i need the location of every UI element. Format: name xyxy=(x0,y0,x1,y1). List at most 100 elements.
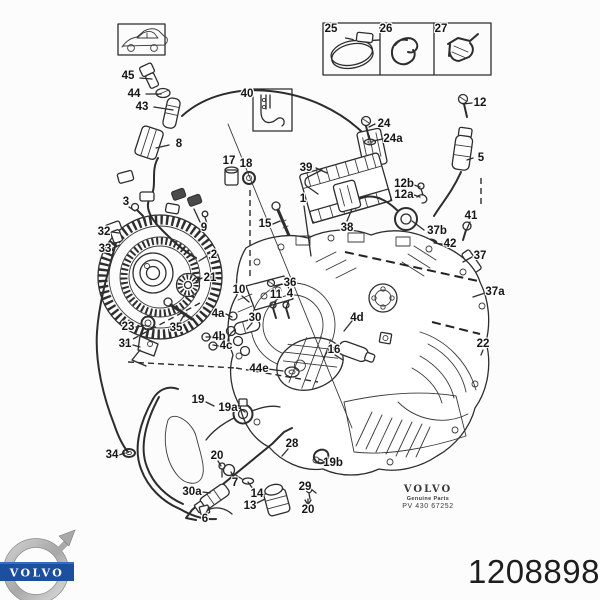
tcu-bracket-39 xyxy=(304,169,323,195)
callout-label: 4 xyxy=(286,288,294,300)
callout-label: 2 xyxy=(210,249,218,261)
callout-label: 24 xyxy=(377,118,391,130)
genuine-parts-stamp: VOLVO Genuine Parts PV 430 67252 xyxy=(394,484,462,510)
callout-label: 1 xyxy=(299,193,307,205)
branch-connector xyxy=(164,202,180,215)
clip-12a xyxy=(416,194,428,204)
callout-label: 4a xyxy=(211,308,225,320)
callout-label: 10 xyxy=(232,284,246,296)
sensor-16 xyxy=(323,340,376,363)
spring-clamp-icon xyxy=(447,33,479,62)
clip-44 xyxy=(155,87,171,99)
callout-label: 30a xyxy=(182,486,202,498)
boot-43 xyxy=(162,97,181,129)
callout-label: 12 xyxy=(473,97,487,109)
dashed-lines xyxy=(121,178,482,383)
connector-9 xyxy=(171,187,209,225)
washer-24a xyxy=(363,138,377,146)
callout-label: 17 xyxy=(222,155,236,167)
callout-label: 36 xyxy=(283,277,297,289)
callout-label: 16 xyxy=(327,344,341,356)
stamp-brand: VOLVO xyxy=(403,484,453,495)
callout-label: 43 xyxy=(135,101,149,113)
car-icon xyxy=(121,28,168,52)
sensor-37b xyxy=(332,179,418,231)
loom-cable xyxy=(146,157,197,259)
sensor-13 xyxy=(263,483,291,517)
callout-label: 34 xyxy=(105,449,119,461)
callout-label: 7 xyxy=(231,477,239,489)
stamp-code: PV 430 67252 xyxy=(402,503,454,510)
pump-seal-21 xyxy=(175,272,201,298)
callout-label: 29 xyxy=(298,481,312,493)
bracket-31 xyxy=(131,335,159,367)
clamp-reference-box xyxy=(322,22,492,76)
callout-label: 20 xyxy=(301,504,315,516)
oring-23 xyxy=(140,315,156,331)
solenoid-30 xyxy=(227,318,261,348)
callout-label: 26 xyxy=(379,23,393,35)
washer-14 xyxy=(241,477,255,485)
cooler-pipes-19 xyxy=(136,386,217,521)
bolt-35 xyxy=(163,297,194,321)
callout-label: 3 xyxy=(122,196,130,208)
dipstick xyxy=(95,220,136,458)
callout-label: 24a xyxy=(383,133,403,145)
callout-label: 19b xyxy=(323,457,343,469)
callout-label: 31 xyxy=(118,338,132,350)
shield-plate xyxy=(164,415,204,484)
input-shaft xyxy=(368,283,398,313)
callout-label: 4c xyxy=(219,340,233,352)
callout-label: 37b xyxy=(427,225,447,237)
callout-label: 30 xyxy=(248,312,262,324)
dipstick-handle-32 xyxy=(104,220,123,244)
callout-label: 27 xyxy=(434,23,448,35)
callout-label: 8 xyxy=(175,138,183,150)
oil-pan-ribs xyxy=(343,392,467,458)
callout-label: 35 xyxy=(169,322,183,334)
callout-label: 42 xyxy=(443,238,457,250)
hose-clamp-icon xyxy=(330,31,381,70)
callout-label: 14 xyxy=(250,488,264,500)
callout-label: 40 xyxy=(240,88,254,100)
callout-label: 28 xyxy=(285,438,299,450)
branch-connector xyxy=(116,169,135,184)
diagonal-line xyxy=(227,123,353,429)
callout-label: 38 xyxy=(340,222,354,234)
bracket-hook-icon xyxy=(260,94,285,127)
bracket-box-40 xyxy=(252,88,293,132)
callout-label: 12a xyxy=(394,189,414,201)
callout-label: 19 xyxy=(191,394,205,406)
callout-label: 18 xyxy=(239,158,253,170)
cable-clamp-icon xyxy=(390,37,419,66)
callout-label: 19a xyxy=(218,402,238,414)
sensor-5 xyxy=(451,126,474,171)
callout-label: 37 xyxy=(473,250,487,262)
logo-band: VOLVO xyxy=(0,562,74,581)
case-bolts xyxy=(235,234,486,466)
bolt-15 xyxy=(271,201,292,240)
car-reference-box xyxy=(117,23,168,56)
plug-17 xyxy=(224,166,239,186)
screw-12b xyxy=(417,182,425,196)
branch-connector xyxy=(139,191,155,202)
screw-12 xyxy=(457,93,469,118)
callout-label: 25 xyxy=(324,23,338,35)
callout-label: 12b xyxy=(394,178,414,190)
callout-label: 20 xyxy=(210,450,224,462)
callout-label: 44e xyxy=(249,363,269,375)
screw-20-lower xyxy=(304,499,312,510)
callout-label: 37a xyxy=(485,286,505,298)
dipstick-tube-33 xyxy=(95,242,129,453)
callout-label: 6 xyxy=(201,513,209,525)
connector-7 xyxy=(222,463,243,480)
callout-label: 4b xyxy=(212,331,226,343)
callout-label: 4d xyxy=(350,312,364,324)
loom-connector-8 xyxy=(134,125,164,160)
cap-44e xyxy=(284,366,300,378)
harness-arc-cable xyxy=(181,89,365,135)
oring-18 xyxy=(242,171,256,185)
screw-24 xyxy=(360,115,372,139)
